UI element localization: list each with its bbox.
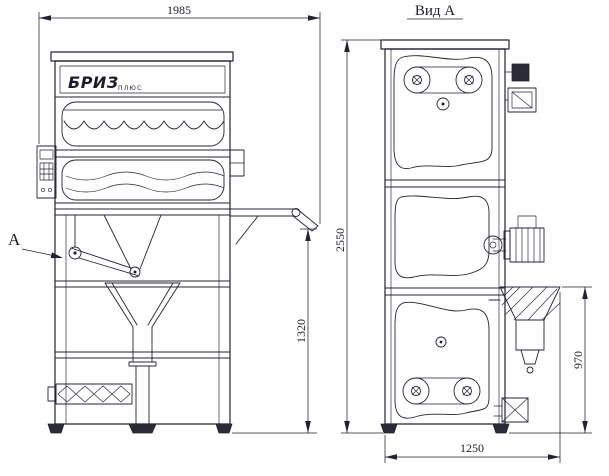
driven-pulley [129, 266, 141, 278]
dimension-label-discharge-height: 1320 [294, 319, 308, 343]
conveyor-bearing [47, 386, 57, 402]
foot [380, 423, 398, 434]
motor-terminal-box [517, 215, 537, 229]
belt-drive [68, 214, 162, 278]
front-top-cap [50, 51, 234, 62]
foot [128, 423, 157, 434]
view-title: Вид А [415, 3, 455, 19]
side-top-cap [380, 39, 510, 50]
middle-cover [394, 195, 490, 279]
electric-box-group [504, 63, 537, 113]
side-outlet-box [229, 149, 245, 177]
bottom-motor [493, 397, 529, 423]
hopper-hatching [501, 286, 561, 321]
lower-belt-cover [394, 301, 490, 419]
foot [492, 423, 510, 434]
dimension-overall-width: 1985 [38, 3, 321, 224]
dimension-label-overall-width: 1985 [167, 3, 191, 17]
dimension-overall-depth: 1250 [384, 292, 561, 463]
hopper-funnel [104, 282, 181, 425]
brand-logo-panel: БРИЗ ПЛЮС [59, 65, 226, 94]
lower-sieve [61, 159, 225, 201]
foot [215, 423, 233, 434]
upper-belt-cover [393, 55, 493, 170]
dimension-label-overall-height: 2550 [333, 228, 347, 252]
junction-box [511, 63, 530, 82]
view-direction-arrowhead [50, 252, 63, 259]
side-motor [483, 215, 545, 263]
section-view-arrow: А [8, 230, 63, 259]
front-feet [47, 423, 233, 434]
front-view: БРИЗ ПЛЮС [8, 51, 319, 434]
side-view: Вид А [380, 3, 561, 434]
tensioner-roller [436, 97, 450, 111]
dimension-discharge-height: 1320 [232, 228, 317, 434]
front-body-outline [54, 60, 231, 425]
side-feet [380, 423, 510, 434]
control-box [507, 87, 537, 113]
dimension-overall-height: 2550 [333, 39, 383, 434]
dimension-hopper-height: 970 [509, 286, 592, 434]
upper-sieve [61, 101, 225, 147]
motor-body [509, 227, 545, 263]
brand-logo-sub: ПЛЮС [118, 85, 143, 92]
discharge-hopper [488, 286, 561, 374]
section-arrow-label: А [8, 230, 21, 249]
dimension-label-hopper-height: 970 [571, 351, 585, 369]
discharge-arm [229, 208, 319, 245]
screw-conveyor [47, 383, 133, 405]
brand-logo: БРИЗ [68, 73, 119, 92]
dimensions: 1985 2550 1320 970 1250 [38, 3, 592, 463]
arm-hinge [291, 208, 301, 217]
motor-flange [483, 235, 503, 255]
drive-pulley [68, 246, 82, 260]
idler-roller [435, 336, 447, 348]
dimension-label-overall-depth: 1250 [460, 441, 484, 455]
side-body-outline [384, 48, 506, 425]
control-panel [36, 145, 57, 199]
foot [47, 423, 65, 434]
hopper-chute [515, 319, 545, 365]
sieve-scallop-line [63, 120, 225, 130]
